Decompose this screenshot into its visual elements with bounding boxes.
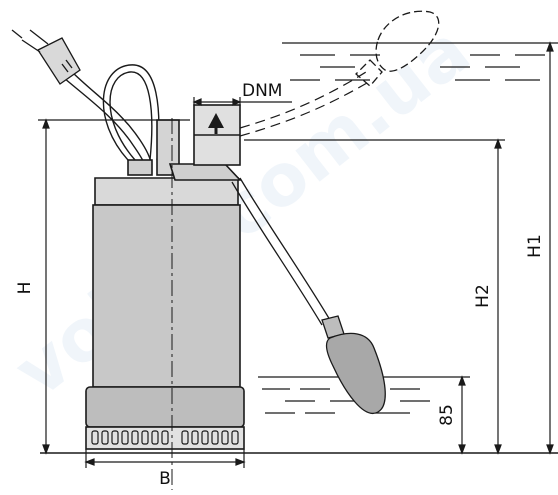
plug [11,29,81,85]
pump-body [92,204,241,388]
h1-dimension [546,41,554,455]
b-label: B [159,469,171,489]
float-switch-upper [355,10,440,87]
pump-top-cap [94,177,239,206]
level-85-label: 85 [437,404,457,426]
h2-dimension [244,138,505,455]
flow-arrow-icon [208,113,224,128]
pump-base [85,386,245,428]
float-cable-lower [231,177,331,326]
pump-strainer [85,426,245,450]
pump [85,119,245,450]
dnm-label: DNM [242,81,282,101]
discharge-outlet [193,104,241,166]
float-cable-upper [239,71,373,137]
float-switch-lower [321,315,386,415]
strainer-slots [91,430,239,445]
upper-water-level [282,42,558,81]
h2-label: H2 [473,284,493,308]
level-85-dimension [458,375,466,455]
power-cable [63,64,160,166]
h-dimension [38,118,190,455]
h1-label: H1 [525,234,545,258]
b-dimension [84,449,246,468]
h-label: H [15,282,35,295]
dnm-dimension [192,97,292,106]
pump-cable-gland [127,159,153,176]
